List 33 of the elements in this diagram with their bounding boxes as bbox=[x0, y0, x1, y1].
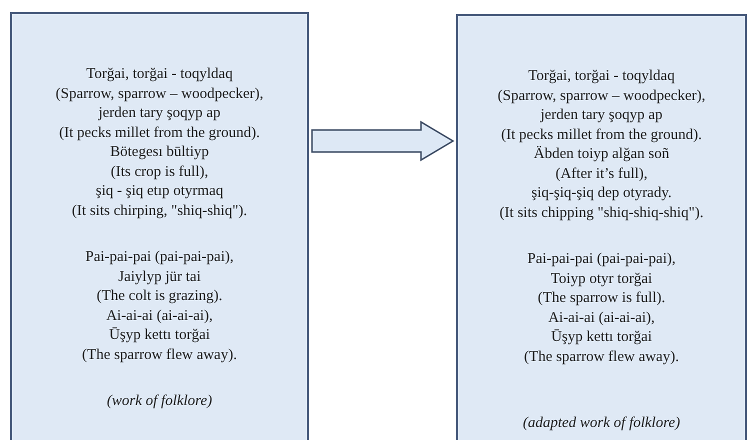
verse-line: Torğai, torğai - toqyldaq bbox=[86, 65, 233, 84]
verse-line: şiq - şiq etıp otyrmaq bbox=[96, 182, 224, 201]
verse-line: Ūşyp kettı torğai bbox=[109, 326, 210, 345]
verse-line: (Its crop is full), bbox=[110, 162, 208, 182]
verse-line: (The sparrow is full). bbox=[538, 289, 666, 308]
verse-line: (It pecks millet from the ground). bbox=[501, 126, 702, 144]
verse-line: Bötegesı būltiyp bbox=[110, 143, 209, 162]
verse-line: jerden tary şoqyp ap bbox=[98, 104, 221, 123]
verse-line: (It sits chirping, "shiq-shiq"). bbox=[72, 202, 248, 220]
verse-line: (It sits chipping "shiq-shiq-shiq"). bbox=[500, 204, 704, 222]
verse-line: (After it’s full), bbox=[555, 164, 648, 184]
block-arrow bbox=[311, 120, 454, 162]
verse-line: (Sparrow, sparrow – woodpecker), bbox=[498, 86, 706, 106]
verse-line: şiq-şiq-şiq dep otyrady. bbox=[531, 184, 672, 203]
verse-line: Pai-pai-pai (pai-pai-pai), bbox=[85, 248, 234, 267]
verse-line: (The sparrow flew away). bbox=[82, 346, 237, 364]
verse-line: Ai-ai-ai (ai-ai-ai), bbox=[106, 306, 213, 326]
verse-line: (It pecks millet from the ground). bbox=[59, 124, 260, 142]
poem-box bbox=[456, 14, 747, 440]
verse-line: Ai-ai-ai (ai-ai-ai), bbox=[548, 308, 655, 328]
verse-line: (The colt is grazing). bbox=[96, 287, 222, 306]
verse-line: Pai-pai-pai (pai-pai-pai), bbox=[527, 250, 676, 269]
verse-line: Ūşyp kettı torğai bbox=[551, 328, 652, 347]
verse-line: Torğai, torğai - toqyldaq bbox=[528, 67, 675, 86]
verse-line: Jaiylyp jür tai bbox=[118, 268, 201, 286]
verse-line: Toiyp otyr torğai bbox=[550, 270, 652, 288]
verse-line: jerden tary şoqyp ap bbox=[540, 106, 663, 125]
poem-box bbox=[10, 12, 309, 440]
verse-line: Äbden toiyp alğan soñ bbox=[534, 145, 670, 164]
verse-line: (Sparrow, sparrow – woodpecker), bbox=[56, 84, 264, 104]
verse-line: (The sparrow flew away). bbox=[524, 348, 679, 366]
source-note: (work of folklore) bbox=[106, 392, 212, 411]
source-note: (adapted work of folklore) bbox=[522, 414, 680, 433]
